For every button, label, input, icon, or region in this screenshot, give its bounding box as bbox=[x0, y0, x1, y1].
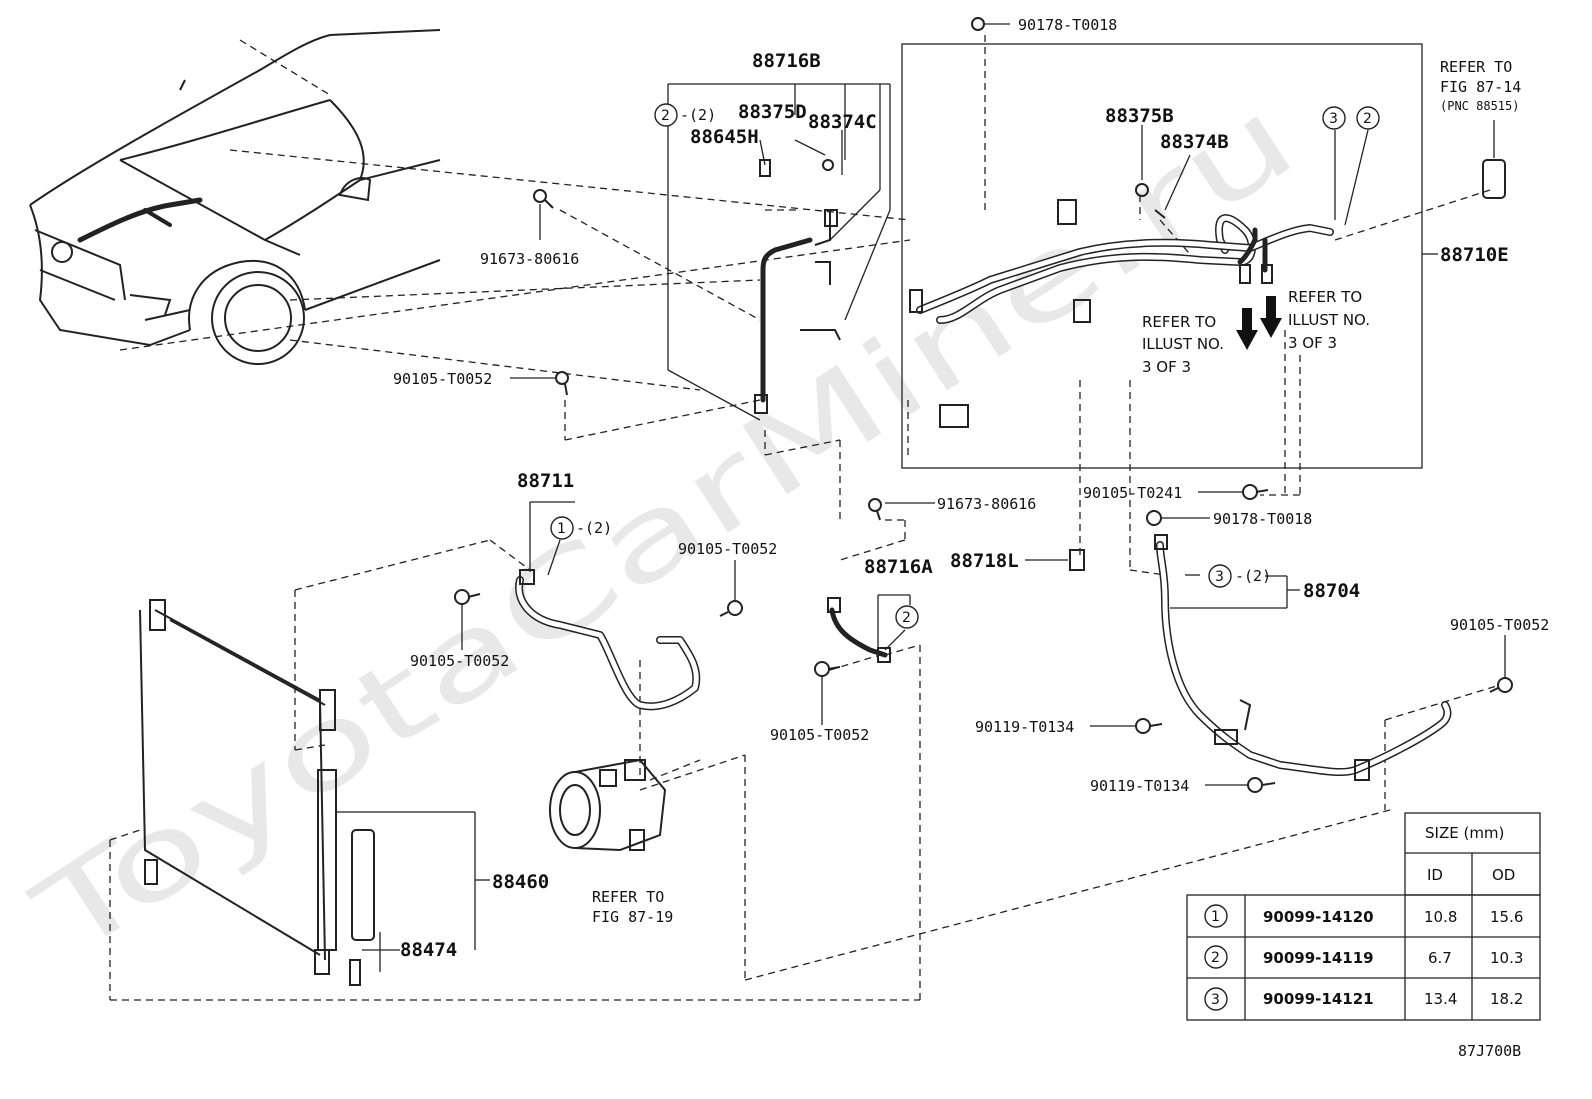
size-row-3-part: 90099-14121 bbox=[1263, 990, 1374, 1008]
svg-text:2: 2 bbox=[902, 610, 911, 626]
size-row-3-od: 18.2 bbox=[1490, 990, 1523, 1008]
size-row-1-mark: 1 bbox=[1211, 909, 1220, 925]
label-90105-d: 90105-T0052 bbox=[770, 726, 869, 744]
label-88716A: 88716A bbox=[864, 556, 933, 578]
size-row-1-part: 90099-14120 bbox=[1263, 908, 1374, 926]
label-90105-b: 90105-T0052 bbox=[410, 652, 509, 670]
size-row-2-od: 10.3 bbox=[1490, 949, 1523, 967]
bolt-90105-c bbox=[719, 560, 743, 617]
fasteners bbox=[454, 17, 1513, 793]
note-illust-a-l3: 3 OF 3 bbox=[1142, 358, 1191, 376]
note-fig-87-19-l1: REFER TO bbox=[592, 888, 664, 906]
vehicle-illustration bbox=[29, 29, 441, 365]
label-91673-a: 91673-80616 bbox=[480, 250, 579, 268]
bracket-88716B bbox=[667, 83, 891, 421]
size-row-2-id: 6.7 bbox=[1428, 949, 1452, 967]
size-table-col-od: OD bbox=[1492, 866, 1515, 884]
bolt-91673-a bbox=[533, 189, 554, 240]
label-88375D: 88375D bbox=[738, 101, 807, 123]
o-ring-markers: 2 -(2) 1 -(2) 3 -(2) 2 3 2 bbox=[550, 103, 1380, 629]
size-table-title: SIZE (mm) bbox=[1425, 824, 1504, 842]
label-88711: 88711 bbox=[517, 470, 574, 492]
note-fig-87-14-l2: FIG 87-14 bbox=[1440, 78, 1521, 96]
svg-text:-(2): -(2) bbox=[1235, 567, 1271, 585]
label-88718L: 88718L bbox=[950, 550, 1019, 572]
note-illust-a-l2: ILLUST NO. bbox=[1142, 335, 1224, 353]
label-88374B: 88374B bbox=[1160, 131, 1229, 153]
compressor bbox=[549, 758, 667, 852]
bolt-90105-T0241 bbox=[1198, 484, 1269, 500]
label-88374C: 88374C bbox=[808, 111, 877, 133]
label-90119-a: 90119-T0134 bbox=[975, 718, 1074, 736]
marker-2-88716A: 2 bbox=[895, 605, 919, 629]
label-88645H: 88645H bbox=[690, 126, 759, 148]
size-row-3-mark: 3 bbox=[1211, 992, 1220, 1008]
svg-text:3: 3 bbox=[1329, 111, 1338, 127]
label-90178-mid: 90178-T0018 bbox=[1213, 510, 1312, 528]
size-row-1-id: 10.8 bbox=[1424, 908, 1457, 926]
label-88710E: 88710E bbox=[1440, 244, 1509, 266]
label-88375B: 88375B bbox=[1105, 105, 1174, 127]
marker-2-top: 2 -(2) bbox=[654, 103, 716, 127]
size-table-col-id: ID bbox=[1427, 866, 1443, 884]
note-illust-b-l1: REFER TO bbox=[1288, 288, 1362, 306]
bolt-90105-e bbox=[1489, 635, 1513, 693]
hose-88711 bbox=[515, 501, 701, 711]
note-illust-b-l3: 3 OF 3 bbox=[1288, 334, 1337, 352]
marker-3-right: 3 bbox=[1322, 106, 1346, 130]
note-fig-87-14-l1: REFER TO bbox=[1440, 58, 1512, 76]
marker-2-right: 2 bbox=[1356, 106, 1380, 130]
bolt-90119-a bbox=[1090, 718, 1163, 734]
svg-text:3: 3 bbox=[1215, 569, 1224, 585]
label-90105-T0241: 90105-T0241 bbox=[1083, 484, 1182, 502]
label-88716B: 88716B bbox=[752, 50, 821, 72]
note-fig-87-19-l2: FIG 87-19 bbox=[592, 908, 673, 926]
condenser-88460 bbox=[139, 599, 490, 986]
label-90178-top: 90178-T0018 bbox=[1018, 16, 1117, 34]
size-row-1-od: 15.6 bbox=[1490, 908, 1523, 926]
note-illust-b-l2: ILLUST NO. bbox=[1288, 311, 1370, 329]
label-88460: 88460 bbox=[492, 871, 549, 893]
size-row-2-mark: 2 bbox=[1211, 950, 1220, 966]
svg-text:2: 2 bbox=[661, 108, 670, 124]
hose-88704 bbox=[1154, 534, 1452, 781]
label-90105-a: 90105-T0052 bbox=[393, 370, 492, 388]
assembly-box-88710E bbox=[901, 43, 1423, 469]
bolt-90178-top bbox=[971, 17, 1010, 31]
size-table: SIZE (mm) ID OD 1 90099-14120 10.8 15.6 … bbox=[1186, 812, 1541, 1021]
clip-88718L bbox=[1025, 549, 1085, 571]
svg-text:1: 1 bbox=[557, 521, 566, 537]
size-row-2-part: 90099-14119 bbox=[1263, 949, 1374, 967]
note-fig-87-14-l3: (PNC 88515) bbox=[1440, 99, 1519, 113]
bolt-90105-b bbox=[454, 589, 481, 650]
svg-text:-(2): -(2) bbox=[576, 519, 612, 537]
note-illust-a-l1: REFER TO bbox=[1142, 313, 1216, 331]
bolt-90105-d bbox=[814, 661, 841, 725]
bolt-90119-b bbox=[1205, 777, 1276, 793]
svg-text:2: 2 bbox=[1363, 111, 1372, 127]
bolt-91673-b bbox=[868, 498, 935, 521]
label-88474: 88474 bbox=[400, 939, 457, 961]
svg-text:-(2): -(2) bbox=[680, 106, 716, 124]
marker-1: 1 -(2) bbox=[550, 516, 612, 540]
reference-notes: REFER TO FIG 87-14 (PNC 88515) REFER TO … bbox=[592, 58, 1521, 926]
label-88704: 88704 bbox=[1303, 580, 1360, 602]
pipe-88710E bbox=[909, 183, 1334, 428]
label-90105-c: 90105-T0052 bbox=[678, 540, 777, 558]
pipe-88716A bbox=[827, 594, 921, 671]
bolt-90178-mid bbox=[1146, 510, 1210, 526]
marker-3-mid: 3 -(2) bbox=[1208, 564, 1271, 588]
bolt-90105-a bbox=[510, 371, 569, 396]
pnc-88515-part bbox=[1482, 120, 1506, 199]
label-90105-e: 90105-T0052 bbox=[1450, 616, 1549, 634]
size-row-3-id: 13.4 bbox=[1424, 990, 1457, 1008]
label-90119-b: 90119-T0134 bbox=[1090, 777, 1189, 795]
label-91673-b: 91673-80616 bbox=[937, 495, 1036, 513]
part-labels: 90178-T0018 88716B 88375D 88374C 88645H … bbox=[393, 16, 1549, 961]
figure-code: 87J700B bbox=[1458, 1042, 1521, 1060]
